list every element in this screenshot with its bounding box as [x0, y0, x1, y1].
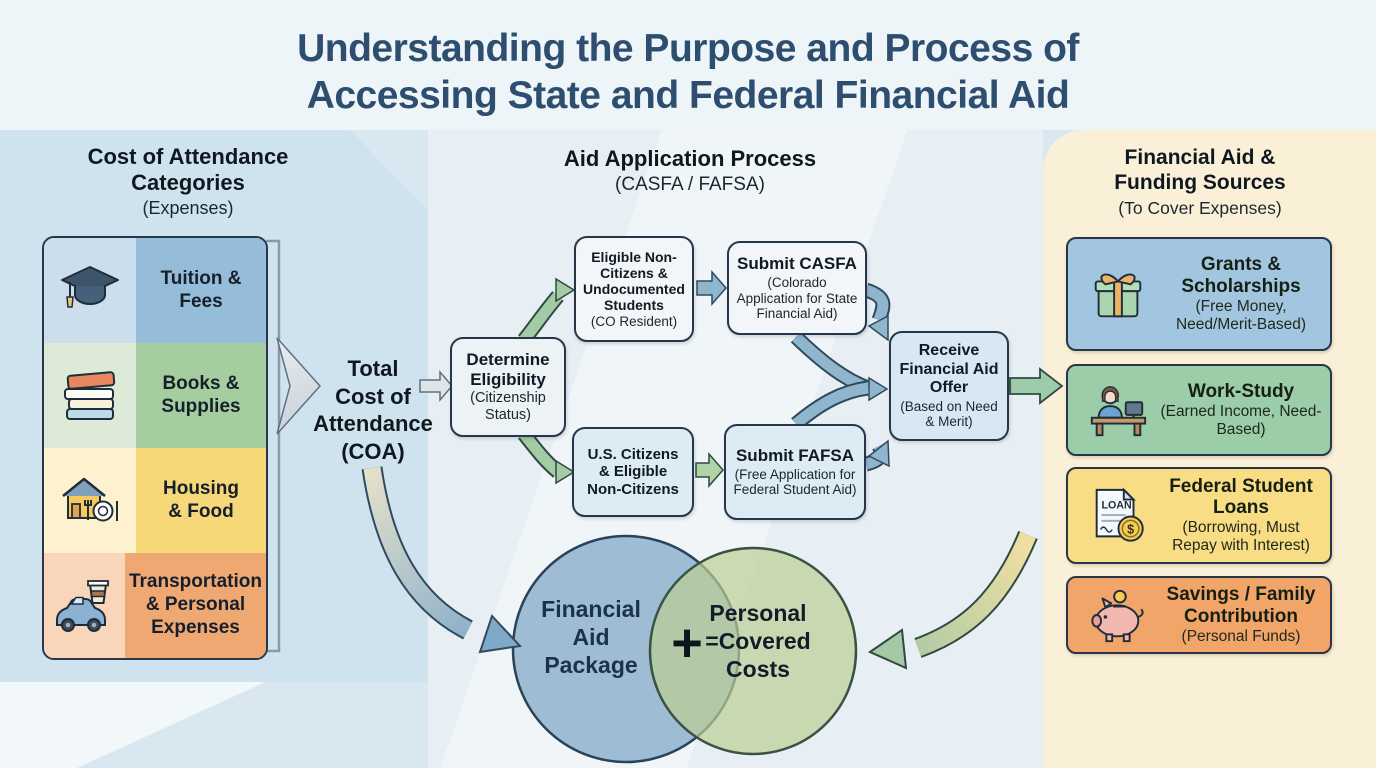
gift-icon — [1076, 263, 1160, 325]
process-heading-text: Aid Application Process — [563, 146, 817, 171]
cost-category-table: Tuition & Fees Books & Supplies — [42, 236, 268, 660]
box-title: Submit FAFSA — [735, 446, 855, 466]
category-label: Books & Supplies — [136, 343, 266, 448]
left-heading-sub: (Expenses) — [142, 197, 234, 218]
category-row-housing: Housing & Food — [44, 448, 266, 553]
eligible-noncitizens-box: Eligible Non-Citizens & Undocumented Stu… — [574, 236, 694, 342]
card-sub: (Personal Funds) — [1181, 627, 1301, 645]
us-citizens-box: U.S. Citizens & Eligible Non-Citizens — [572, 427, 694, 517]
venn-right-label: Personal =Covered Costs — [705, 600, 811, 683]
determine-to-eligible-arrow — [518, 277, 576, 345]
left-section-heading: Cost of Attendance Categories (Expenses) — [30, 144, 346, 219]
venn-plus-sign: + — [671, 613, 703, 673]
venn-diagram — [511, 534, 858, 764]
eligible-to-casfa-arrow — [696, 270, 727, 306]
receive-to-funding-arrow — [1009, 367, 1064, 405]
box-title: Submit CASFA — [737, 254, 857, 274]
category-bracket — [266, 239, 281, 653]
books-icon — [44, 343, 136, 448]
savings-card: Savings / Family Contribution (Personal … — [1066, 576, 1332, 654]
right-heading-text: Financial Aid & Funding Sources — [1114, 146, 1286, 194]
house-food-icon — [44, 448, 136, 553]
citizens-to-fafsa-arrow — [695, 452, 724, 488]
funding-to-venn-arrow — [867, 530, 1038, 670]
grants-scholarships-card: Grants & Scholarships (Free Money, Need/… — [1066, 237, 1332, 351]
box-sub: (Colorado Application for State Financia… — [736, 275, 858, 322]
card-title: Work-Study — [1187, 381, 1295, 403]
card-title: Savings / Family Contribution — [1166, 584, 1316, 627]
loan-document-icon: LOAN $ — [1076, 485, 1160, 547]
federal-loans-card: LOAN $ Federal Student Loans (Borrowing,… — [1066, 467, 1332, 564]
total-coa-label: Total Cost of Attendance (COA) — [313, 356, 433, 464]
right-heading-sub: (To Cover Expenses) — [1118, 197, 1282, 218]
category-label: Tuition & Fees — [136, 238, 266, 343]
box-title: U.S. Citizens & Eligible Non-Citizens — [587, 446, 679, 498]
card-sub: (Borrowing, Must Repay with Interest) — [1172, 519, 1310, 555]
loan-label: LOAN — [1102, 499, 1132, 511]
car-coffee-icon — [44, 553, 125, 658]
coa-to-determine-arrow — [419, 369, 453, 403]
box-title: Eligible Non-Citizens & Undocumented Stu… — [583, 248, 685, 313]
bracket-chevron-arrow — [276, 337, 322, 435]
fafsa-to-receive-arrow — [863, 439, 890, 472]
card-sub: (Free Money, Need/Merit-Based) — [1175, 297, 1307, 333]
venn-left-label: Financial Aid Package — [541, 596, 641, 679]
process-section-heading: Aid Application Process (CASFA / FAFSA) — [510, 146, 870, 196]
category-row-tuition: Tuition & Fees — [44, 238, 266, 343]
submit-casfa-box: Submit CASFA (Colorado Application for S… — [727, 241, 867, 335]
determine-to-citizens-arrow — [518, 429, 576, 485]
box-sub: (Free Application for Federal Student Ai… — [733, 466, 857, 498]
box-sub: (Based on Need & Merit) — [900, 398, 998, 430]
work-study-card: Work-Study (Earned Income, Need-Based) — [1066, 364, 1332, 456]
determine-eligibility-box: Determine Eligibility (Citizenship Statu… — [450, 337, 566, 437]
venn-right-circle — [648, 546, 858, 756]
work-desk-icon — [1076, 379, 1160, 441]
process-heading-sub: (CASFA / FAFSA) — [615, 173, 765, 195]
left-heading-text: Cost of Attendance Categories — [87, 144, 289, 195]
receive-offer-box: Receive Financial Aid Offer (Based on Ne… — [889, 331, 1009, 441]
box-title: Determine Eligibility — [466, 350, 550, 389]
piggy-bank-icon — [1076, 584, 1160, 646]
background-top-band — [0, 0, 1376, 130]
box-title: Receive Financial Aid Offer — [899, 342, 999, 397]
category-row-books: Books & Supplies — [44, 343, 266, 448]
page-title: Understanding the Purpose and Process of… — [297, 27, 1079, 117]
coa-to-venn-arrow — [361, 466, 523, 654]
coin-symbol: $ — [1127, 522, 1134, 536]
fafsa-branch-to-receive-arrow — [791, 380, 870, 430]
casfa-to-receive-arrow — [863, 282, 891, 342]
category-label: Housing & Food — [136, 448, 266, 553]
right-section-heading: Financial Aid & Funding Sources (To Cove… — [1078, 146, 1322, 219]
submit-fafsa-box: Submit FAFSA (Free Application for Feder… — [724, 424, 866, 520]
category-row-transportation: Transportation & Personal Expenses — [44, 553, 266, 658]
card-sub: (Earned Income, Need-Based) — [1160, 403, 1322, 439]
box-sub: (CO Resident) — [590, 313, 678, 329]
category-label: Transportation & Personal Expenses — [124, 553, 266, 658]
card-title: Federal Student Loans — [1169, 475, 1313, 519]
box-sub: (Citizenship Status) — [470, 390, 546, 424]
graduation-cap-icon — [44, 238, 136, 343]
card-title: Grants & Scholarships — [1181, 254, 1301, 297]
